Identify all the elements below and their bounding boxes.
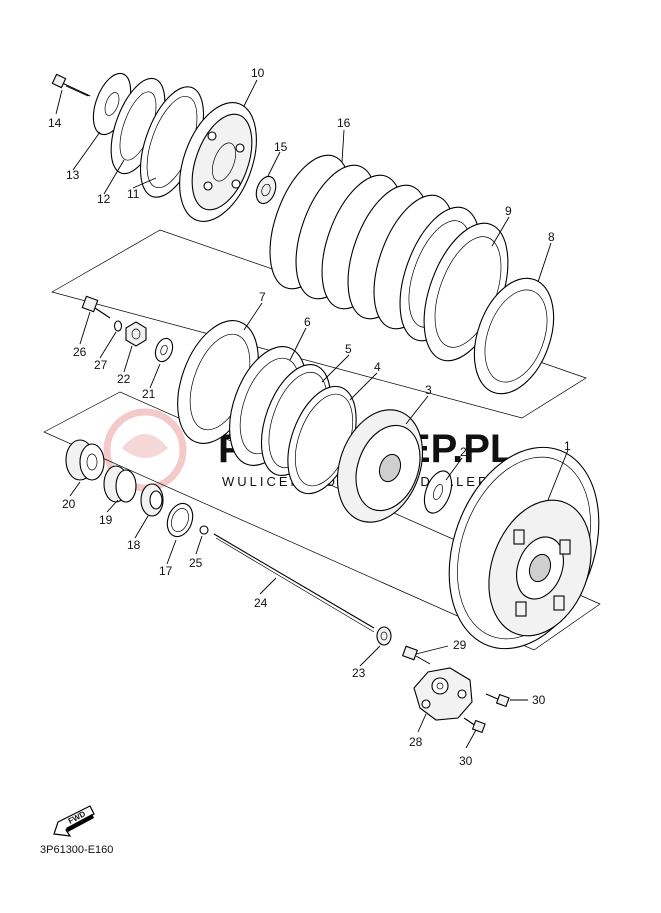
leader-lines <box>55 79 569 749</box>
watermark-logo-mark <box>122 434 168 458</box>
part-23-push-piece <box>376 626 392 646</box>
part-18-bearing <box>140 483 164 517</box>
label-part-22: 22 <box>117 372 131 386</box>
label-part-9: 9 <box>505 204 512 218</box>
label-part-11: 11 <box>127 187 140 201</box>
label-part-19: 19 <box>99 513 113 527</box>
label-part-15: 15 <box>274 140 288 154</box>
part-15-bearing <box>255 175 277 205</box>
part-labels: 1 2 3 4 5 6 7 8 9 10 11 12 13 14 15 16 1… <box>48 66 571 768</box>
label-part-3: 3 <box>425 383 432 397</box>
label-part-28: 28 <box>409 735 423 749</box>
part-25-ball <box>199 525 209 535</box>
part-19-bearing <box>103 465 137 503</box>
fwd-arrow-icon: FWD <box>53 805 95 837</box>
label-part-7: 7 <box>259 290 266 304</box>
label-part-1: 1 <box>564 439 571 453</box>
label-part-17: 17 <box>159 564 173 578</box>
part-2-thrust-washer <box>423 470 453 514</box>
label-part-16: 16 <box>337 116 351 130</box>
label-part-29: 29 <box>453 638 467 652</box>
label-part-30-upper: 30 <box>532 693 546 707</box>
group-box-lower <box>43 391 601 651</box>
part-3-clutch-boss <box>336 409 424 523</box>
label-part-20: 20 <box>62 497 76 511</box>
part-8-friction-plate <box>473 277 555 395</box>
label-part-4: 4 <box>374 360 381 374</box>
label-part-12: 12 <box>97 192 111 206</box>
part-21-lock-washer <box>154 337 174 363</box>
label-part-23: 23 <box>352 666 366 680</box>
part-28-release-housing <box>413 667 473 721</box>
part-26-bolt <box>81 295 111 319</box>
label-part-21: 21 <box>142 387 156 401</box>
part-30-bolt-upper <box>485 693 510 708</box>
part-1-clutch-housing <box>448 446 600 650</box>
label-part-24: 24 <box>254 596 268 610</box>
label-part-27: 27 <box>94 358 108 372</box>
label-part-25: 25 <box>189 556 203 570</box>
diagram-code: 3P61300-E160 <box>40 844 113 856</box>
label-part-13: 13 <box>66 168 80 182</box>
label-part-30-lower: 30 <box>459 754 473 768</box>
part-10-pressure-plate <box>179 102 257 222</box>
label-part-6: 6 <box>304 315 311 329</box>
part-20-collar <box>65 439 105 481</box>
label-part-26: 26 <box>73 345 87 359</box>
label-part-8: 8 <box>548 230 555 244</box>
label-part-5: 5 <box>345 342 352 356</box>
label-part-2: 2 <box>460 445 467 459</box>
part-17-o-ring <box>166 502 194 538</box>
part-24-push-rod <box>213 533 375 633</box>
label-part-10: 10 <box>251 66 265 80</box>
part-27-washer <box>113 320 123 332</box>
part-22-nut <box>125 321 147 347</box>
part-14-bolt <box>51 73 91 97</box>
label-part-14: 14 <box>48 116 62 130</box>
part-29-pin <box>401 645 419 661</box>
label-part-18: 18 <box>127 538 141 552</box>
part-30-bolt-lower <box>463 717 486 734</box>
group-box-upper <box>51 229 587 419</box>
